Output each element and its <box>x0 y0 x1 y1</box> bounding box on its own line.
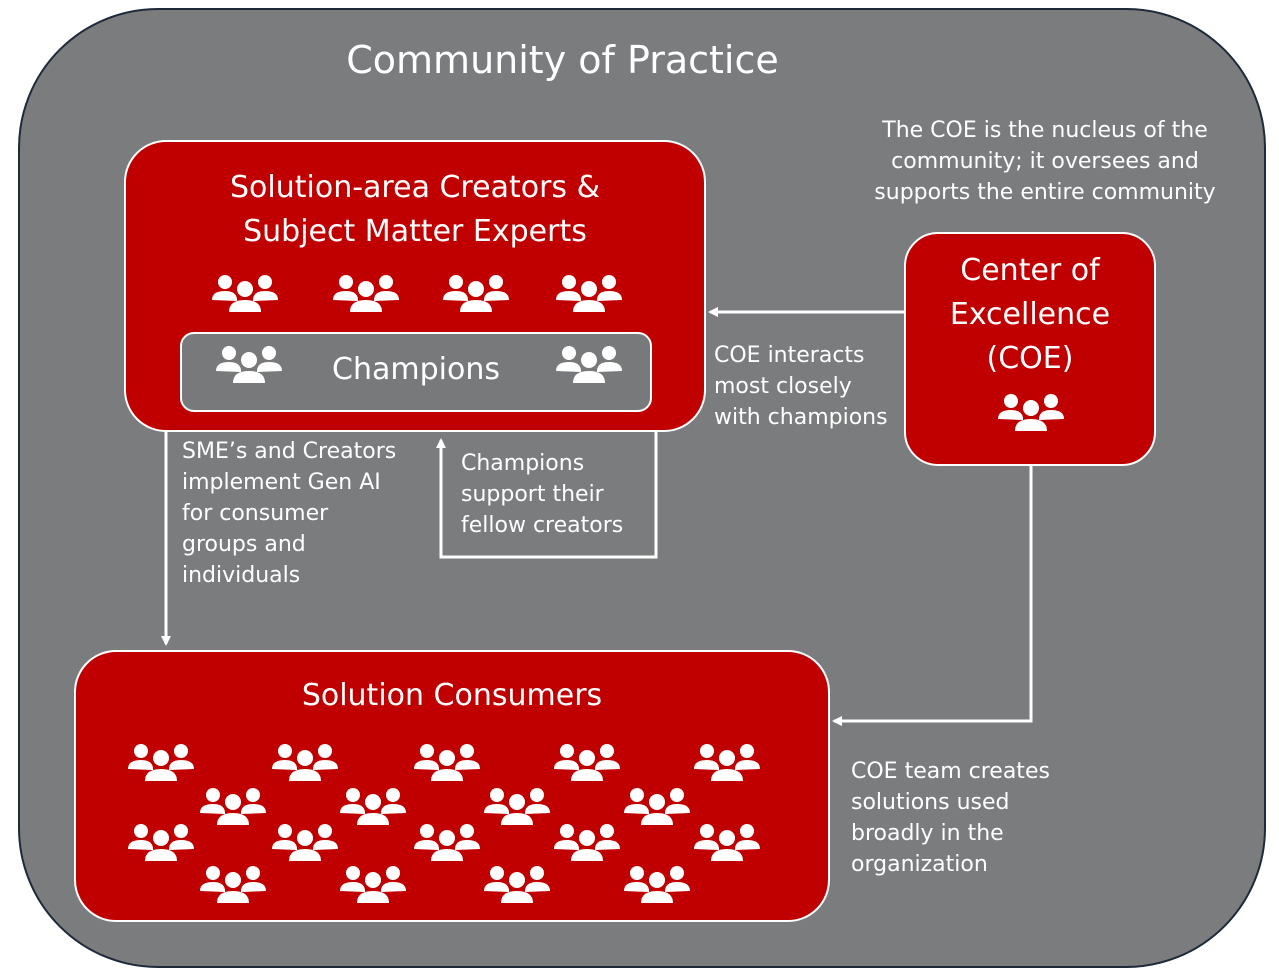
diagram-title: Community of Practice <box>346 38 779 82</box>
people-group-icon <box>482 864 552 904</box>
people-group-icon <box>692 822 762 862</box>
people-group-icon <box>554 344 624 384</box>
annotation-line: community; it oversees and <box>891 149 1199 174</box>
people-group-icon <box>198 786 268 826</box>
annotation-line: with champions <box>714 405 888 430</box>
annotation-line: supports the entire community <box>874 180 1216 205</box>
creators-title-line: Solution-area Creators & <box>230 170 600 205</box>
solution-consumers-box: Solution Consumers <box>74 650 830 922</box>
annotation-line: support their <box>461 482 604 507</box>
coe-box: Center of Excellence (COE) <box>904 232 1156 466</box>
annotation-line: COE team creates <box>851 759 1050 784</box>
people-group-icon <box>622 786 692 826</box>
coe-title-line: Excellence <box>949 297 1111 332</box>
coe-title-line: (COE) <box>986 341 1074 376</box>
champions-box: Champions <box>180 332 652 412</box>
annotation-line: SME’s and Creators <box>182 439 397 464</box>
people-group-icon <box>441 273 511 313</box>
annotation-line: implement Gen AI <box>182 470 381 495</box>
creators-title-line: Subject Matter Experts <box>243 214 587 249</box>
coe-interacts-annotation: COE interacts most closely with champion… <box>714 340 914 433</box>
annotation-line: Champions <box>461 451 585 476</box>
champions-label: Champions <box>332 352 500 387</box>
coe-nucleus-annotation: The COE is the nucleus of the community;… <box>830 115 1260 208</box>
people-group-icon <box>996 392 1066 432</box>
people-group-icon <box>412 822 482 862</box>
people-group-icon <box>126 822 196 862</box>
people-group-icon <box>552 742 622 782</box>
people-group-icon <box>412 742 482 782</box>
annotation-line: COE interacts <box>714 343 865 368</box>
annotation-line: fellow creators <box>461 513 624 538</box>
annotation-line: broadly in the <box>851 821 1004 846</box>
coe-creates-annotation: COE team creates solutions used broadly … <box>851 756 1101 880</box>
people-group-icon <box>126 742 196 782</box>
people-group-icon <box>552 822 622 862</box>
annotation-line: groups and <box>182 532 306 557</box>
people-group-icon <box>270 822 340 862</box>
creators-sme-box: Solution-area Creators & Subject Matter … <box>124 140 706 432</box>
consumers-box-title: Solution Consumers <box>301 678 603 713</box>
people-group-icon <box>331 273 401 313</box>
people-group-icon <box>210 273 280 313</box>
people-group-icon <box>214 344 284 384</box>
annotation-line: for consumer <box>182 501 329 526</box>
people-group-icon <box>622 864 692 904</box>
annotation-line: individuals <box>182 563 301 588</box>
annotation-line: solutions used <box>851 790 1010 815</box>
people-group-icon <box>198 864 268 904</box>
people-group-icon <box>270 742 340 782</box>
annotation-line: most closely <box>714 374 852 399</box>
people-group-icon <box>338 864 408 904</box>
champions-support-arrow <box>436 432 658 559</box>
coe-box-title: Center of Excellence (COE) <box>906 249 1154 381</box>
creators-box-title: Solution-area Creators & Subject Matter … <box>126 166 704 254</box>
people-group-icon <box>338 786 408 826</box>
annotation-line: The COE is the nucleus of the <box>882 118 1208 143</box>
people-group-icon <box>482 786 552 826</box>
coe-title-line: Center of <box>960 253 1100 288</box>
coe-to-consumers-arrow <box>832 466 1033 726</box>
annotation-line: organization <box>851 852 988 877</box>
people-group-icon <box>692 742 762 782</box>
sme-implement-annotation: SME’s and Creators implement Gen AI for … <box>182 436 432 591</box>
champions-support-annotation: Champions support their fellow creators <box>461 448 651 541</box>
people-group-icon <box>554 273 624 313</box>
